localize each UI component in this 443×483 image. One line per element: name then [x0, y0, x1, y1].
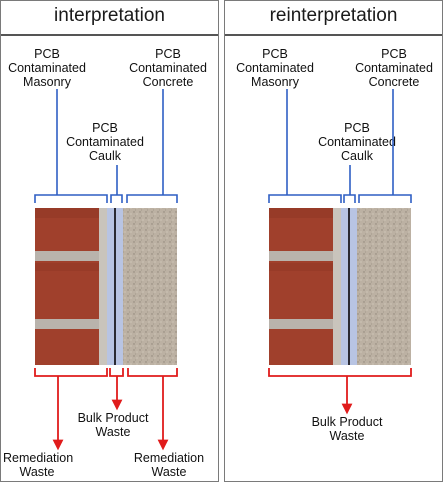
masonry-waste-bracket	[34, 368, 108, 377]
concrete-label: PCB Contaminated Concrete	[129, 47, 207, 89]
interpretation-panel: interpretation PCB Contaminated Masonry …	[0, 0, 219, 482]
concrete-label: PCB Contaminated Concrete	[355, 47, 433, 89]
concrete-area	[123, 208, 177, 365]
blue-brackets	[34, 89, 178, 203]
brick-area	[35, 208, 107, 365]
reinterpretation-panel: reinterpretation PCB Contaminated Masonr…	[224, 0, 443, 482]
red-brackets	[268, 368, 412, 415]
remediation-right-label: Remediation Waste	[133, 451, 205, 479]
title-divider	[1, 34, 218, 36]
remediation-left-label: Remediation Waste	[3, 451, 74, 479]
caulk-bracket	[110, 194, 123, 203]
concrete-bracket	[126, 194, 178, 203]
mortar-edge	[99, 208, 107, 365]
masonry-label: PCB Contaminated Masonry	[236, 47, 314, 89]
panel-title: reinterpretation	[269, 5, 398, 26]
caulk-bracket	[343, 194, 356, 203]
mortar-edge	[333, 208, 341, 365]
bulk-waste-label: Bulk Product Waste	[311, 415, 383, 443]
panel-title: interpretation	[54, 5, 165, 26]
concrete-bracket	[358, 194, 412, 203]
caulk-waste-bracket	[109, 368, 124, 377]
mortar-joint	[269, 251, 341, 261]
wall-sample-image	[269, 208, 411, 365]
concrete-area	[357, 208, 411, 365]
bulk-waste-label: Bulk Product Waste	[77, 411, 149, 439]
combined-waste-bracket	[268, 368, 412, 377]
masonry-bracket	[268, 194, 342, 203]
title-divider	[225, 34, 442, 36]
concrete-waste-bracket	[127, 368, 178, 377]
mortar-joint	[35, 319, 107, 329]
caulk-label: PCB Contaminated Caulk	[318, 121, 396, 163]
brick-area	[269, 208, 341, 365]
wall-sample-image	[35, 208, 177, 365]
masonry-label: PCB Contaminated Masonry	[8, 47, 86, 89]
blue-brackets	[268, 89, 412, 203]
mortar-joint	[35, 251, 107, 261]
reinterpretation-diagram	[268, 89, 412, 415]
interpretation-diagram	[34, 89, 178, 451]
masonry-bracket	[34, 194, 108, 203]
red-brackets	[34, 368, 178, 451]
caulk-label: PCB Contaminated Caulk	[66, 121, 144, 163]
mortar-joint	[269, 319, 341, 329]
